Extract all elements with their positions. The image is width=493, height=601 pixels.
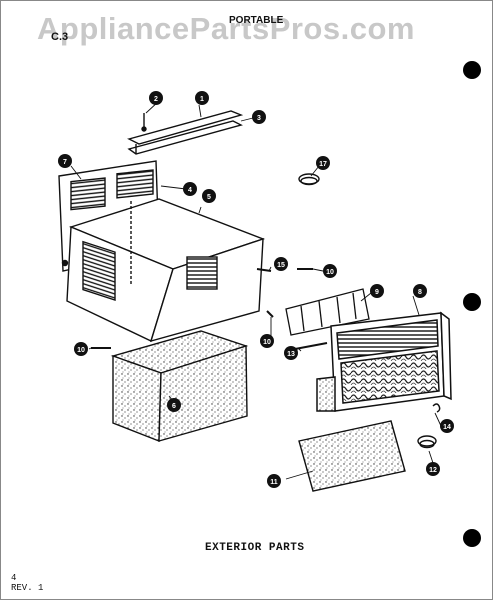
callout-10a: [74, 342, 88, 356]
callout-label: 1: [200, 96, 204, 103]
header-title: PORTABLE: [229, 15, 284, 26]
callout-4: [183, 182, 197, 196]
top-rail: [127, 110, 244, 155]
base-panel: [110, 330, 249, 443]
callout-label: 14: [443, 424, 451, 431]
binder-hole-bottom: [463, 529, 481, 547]
screws: [91, 268, 328, 350]
page-number: 4: [11, 573, 17, 583]
front-grille: [316, 311, 452, 412]
callout-label: 13: [287, 351, 295, 358]
callout-labels: 1 2 3 4 5 6 7 8 9 10 10 10 11 12 13 14 1…: [63, 96, 451, 486]
callout-label: 9: [375, 289, 379, 296]
callout-17: [316, 156, 330, 170]
page-code: C.3: [51, 31, 69, 43]
callout-label: 10: [77, 347, 85, 354]
access-panel: [298, 420, 406, 492]
callout-2: [149, 91, 163, 105]
callout-label: 3: [257, 115, 261, 122]
callout-10c: [260, 334, 274, 348]
callout-label: 7: [63, 159, 67, 166]
callout-label: 4: [188, 187, 192, 194]
binder-hole-top: [463, 61, 481, 79]
callout-12: [426, 462, 440, 476]
callout-14: [440, 419, 454, 433]
callout-8: [413, 284, 427, 298]
callout-7: [58, 154, 72, 168]
callout-label: 8: [418, 289, 422, 296]
callout-15: [274, 257, 288, 271]
cabinet-shell: [66, 198, 266, 343]
callout-13: [284, 346, 298, 360]
callout-11: [267, 474, 281, 488]
callout-10b: [323, 264, 337, 278]
mounting-bracket: [285, 288, 370, 336]
callout-label: 12: [429, 467, 437, 474]
callout-label: 2: [154, 96, 158, 103]
callout-label: 11: [270, 479, 278, 486]
callout-5: [202, 189, 216, 203]
binder-hole-middle: [463, 293, 481, 311]
callout-label: 15: [277, 262, 285, 269]
diagram-caption: EXTERIOR PARTS: [205, 542, 305, 554]
callout-label: 10: [263, 339, 271, 346]
callout-label: 10: [326, 269, 334, 276]
callout-label: 5: [207, 194, 211, 201]
callout-label: 17: [319, 161, 327, 168]
callout-1: [195, 91, 209, 105]
small-parts: [298, 173, 441, 449]
watermark-text: AppliancePartsPros.com: [37, 11, 415, 46]
callout-3: [252, 110, 266, 124]
callout-label: 6: [172, 403, 176, 410]
callout-6: [167, 398, 181, 412]
revision-label: REV. 1: [11, 583, 44, 593]
callout-9: [370, 284, 384, 298]
callout-markers: [58, 91, 454, 488]
